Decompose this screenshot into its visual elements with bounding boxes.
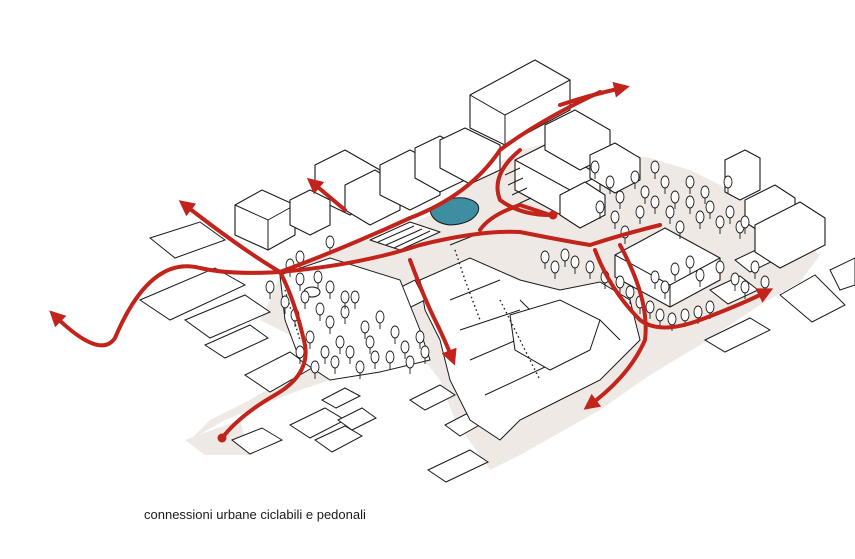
route-central-loop xyxy=(278,223,662,274)
plot xyxy=(829,257,855,291)
plot xyxy=(138,267,247,321)
building-far-east xyxy=(724,149,826,269)
plot xyxy=(314,425,364,453)
route-north-spur xyxy=(306,177,347,212)
route-south-center xyxy=(408,258,457,366)
route-south-east xyxy=(583,243,648,410)
route-northeast xyxy=(558,81,630,107)
plot xyxy=(337,407,377,431)
plot xyxy=(183,294,272,339)
plot xyxy=(779,274,846,323)
building-tall-left xyxy=(234,189,296,251)
route-north-loop xyxy=(495,148,552,217)
dotted-paths xyxy=(284,249,541,381)
plot xyxy=(148,221,227,259)
route-start-dot-icon xyxy=(548,210,558,220)
buildings-layer xyxy=(234,59,826,308)
inner-courtyard xyxy=(509,299,601,371)
building-east-cluster xyxy=(544,109,641,229)
central-block xyxy=(394,257,641,441)
plot xyxy=(320,387,362,409)
plot xyxy=(703,317,772,353)
plot xyxy=(426,449,490,483)
market-stalls xyxy=(369,221,441,251)
route-inner xyxy=(478,203,552,232)
route-start-dot-icon xyxy=(217,433,227,443)
building-block-top xyxy=(469,59,571,146)
route-network xyxy=(49,81,774,443)
route-south-west xyxy=(220,270,308,440)
stalls xyxy=(369,167,532,251)
route-east-loop xyxy=(593,248,774,330)
tree-icon xyxy=(355,360,365,380)
route-main-east xyxy=(278,90,602,274)
tree-icon xyxy=(405,355,415,375)
plot xyxy=(409,384,456,411)
route-west xyxy=(49,264,282,348)
map-caption: connessioni urbane ciclabili e pedonali xyxy=(144,507,366,522)
plot xyxy=(203,324,269,359)
route-northwest xyxy=(178,200,282,274)
building-u-shape xyxy=(614,227,721,308)
lower-ground xyxy=(185,420,250,455)
parking-lines xyxy=(449,167,532,246)
plot xyxy=(231,427,284,455)
